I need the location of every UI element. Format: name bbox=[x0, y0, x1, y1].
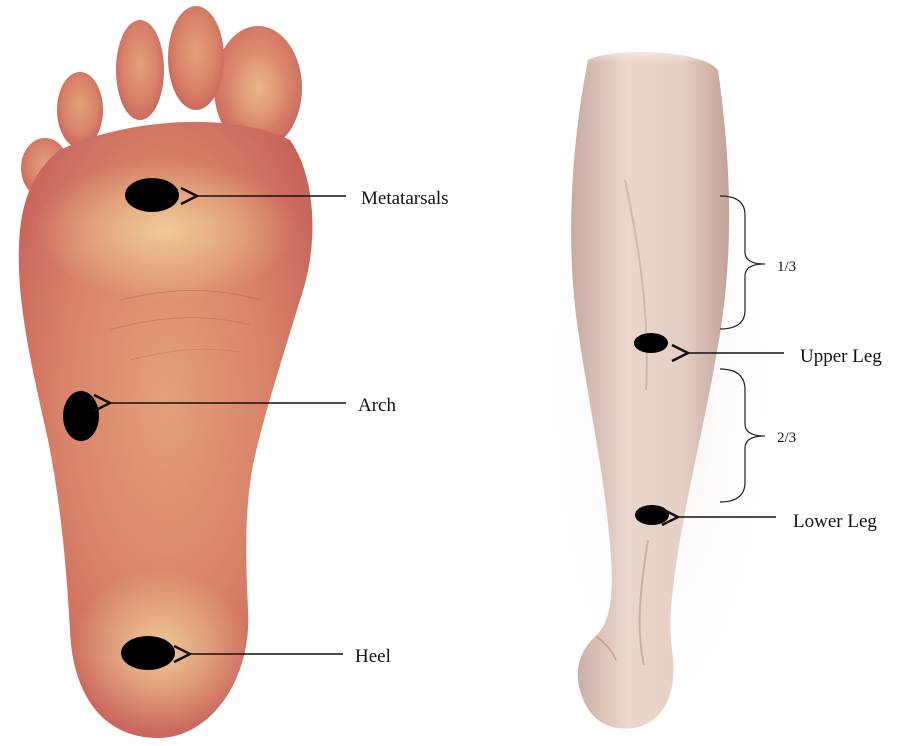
lower-leg-marker bbox=[635, 505, 669, 525]
arch-marker bbox=[63, 391, 99, 441]
arch-label: Arch bbox=[358, 395, 396, 416]
third-toe bbox=[116, 20, 164, 120]
fraction-top-label: 1/3 bbox=[777, 259, 796, 275]
metatarsals-marker bbox=[125, 178, 179, 212]
foot-illustration: Metatarsals Arch Heel bbox=[19, 6, 449, 738]
fraction-bottom-label: 2/3 bbox=[777, 430, 796, 446]
second-toe bbox=[168, 6, 224, 110]
heel-label: Heel bbox=[355, 646, 391, 667]
heel-marker bbox=[121, 636, 175, 670]
lower-leg-label: Lower Leg bbox=[793, 511, 877, 532]
upper-leg-marker bbox=[634, 333, 668, 353]
leg-top-fade bbox=[560, 40, 750, 180]
toe-highlight bbox=[228, 52, 288, 132]
upper-leg-label: Upper Leg bbox=[800, 346, 882, 367]
leg-illustration: Upper Leg Lower Leg 1/3 2/3 bbox=[540, 20, 882, 740]
metatarsals-label: Metatarsals bbox=[361, 188, 449, 209]
